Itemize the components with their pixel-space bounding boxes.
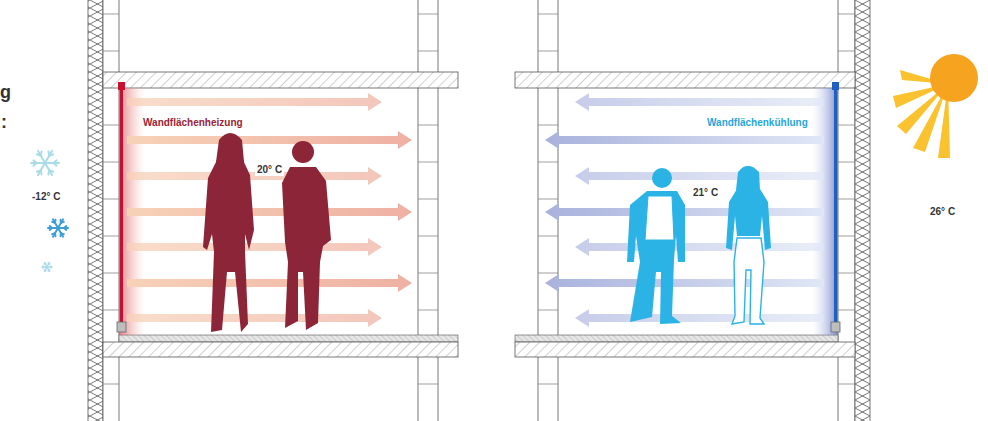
- cut-title-fragment: g: [0, 82, 11, 104]
- outdoor-temperature: 26° C: [930, 206, 955, 218]
- outdoor-temperature: -12° C: [32, 191, 60, 203]
- room-interior: Wandflächenkühlung 21° C: [558, 88, 838, 335]
- system-heading: Wandflächenheizung: [143, 117, 243, 129]
- room-interior: Wandflächenheizung 20° C: [119, 88, 418, 335]
- room-temperature: 20° C: [255, 164, 284, 176]
- system-heading: Wandflächenkühlung: [707, 117, 808, 129]
- cut-title-fragment: :: [1, 112, 7, 134]
- room-temperature: 21° C: [691, 187, 720, 199]
